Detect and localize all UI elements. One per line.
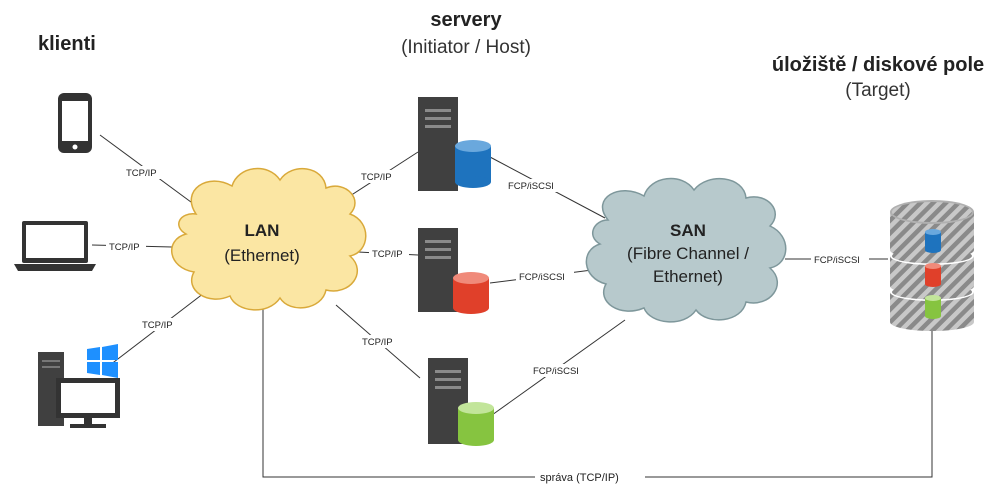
server-3-icon bbox=[428, 358, 494, 446]
label-server3-san: FCP/iSCSI bbox=[533, 366, 579, 377]
label-bg bbox=[359, 335, 399, 348]
disk-blue-icon bbox=[455, 140, 491, 188]
lan-cloud: LAN (Ethernet) bbox=[170, 167, 367, 311]
label-bg bbox=[516, 270, 574, 283]
array-disk-blue-icon bbox=[925, 229, 941, 253]
label-server2-san: FCP/iSCSI bbox=[519, 272, 565, 283]
label-laptop-lan: TCP/IP bbox=[109, 242, 140, 253]
label-bg bbox=[535, 470, 645, 484]
storage-heading: úložiště / diskové pole bbox=[771, 54, 985, 76]
server-2-icon bbox=[418, 228, 489, 314]
edge-label-backgrounds bbox=[106, 166, 869, 484]
clients-heading: klienti bbox=[38, 33, 96, 55]
lan-cloud-shape bbox=[170, 167, 367, 311]
label-bg bbox=[505, 179, 563, 192]
storage-array-icon bbox=[890, 200, 974, 331]
san-line2: Ethernet) bbox=[653, 267, 723, 286]
array-disk-green-icon bbox=[925, 295, 941, 319]
label-bg bbox=[358, 170, 398, 183]
desktop-pc-icon bbox=[38, 344, 120, 428]
san-cloud: SAN (Fibre Channel / Ethernet) bbox=[585, 177, 787, 323]
windows-logo-icon bbox=[87, 344, 118, 378]
label-desktop-lan: TCP/IP bbox=[142, 320, 173, 331]
smartphone-icon bbox=[58, 93, 92, 153]
label-lan-server1: TCP/IP bbox=[361, 172, 392, 183]
label-bg bbox=[530, 364, 588, 377]
edge-management bbox=[262, 307, 933, 478]
label-management: správa (TCP/IP) bbox=[540, 472, 619, 484]
lan-subtitle: (Ethernet) bbox=[224, 246, 300, 265]
servers-heading: servery bbox=[430, 9, 502, 31]
label-lan-server2: TCP/IP bbox=[372, 249, 403, 260]
san-title: SAN bbox=[670, 221, 706, 240]
server-1-icon bbox=[418, 97, 491, 191]
disk-green-icon bbox=[458, 402, 494, 446]
label-bg bbox=[123, 166, 163, 179]
label-bg bbox=[139, 318, 179, 331]
label-bg bbox=[106, 240, 146, 253]
label-san-storage: FCP/iSCSI bbox=[814, 255, 860, 266]
array-disk-red-icon bbox=[925, 263, 941, 287]
laptop-icon bbox=[14, 221, 96, 271]
label-bg bbox=[369, 247, 409, 260]
lan-title: LAN bbox=[245, 221, 280, 240]
storage-subheading: (Target) bbox=[845, 80, 911, 101]
label-phone-lan: TCP/IP bbox=[126, 168, 157, 179]
label-lan-server3: TCP/IP bbox=[362, 337, 393, 348]
label-server1-san: FCP/iSCSI bbox=[508, 181, 554, 192]
servers-subheading: (Initiator / Host) bbox=[401, 37, 531, 58]
label-bg bbox=[811, 253, 869, 266]
san-cloud-shape bbox=[585, 177, 787, 323]
san-line1: (Fibre Channel / bbox=[627, 244, 749, 263]
disk-red-icon bbox=[453, 272, 489, 314]
